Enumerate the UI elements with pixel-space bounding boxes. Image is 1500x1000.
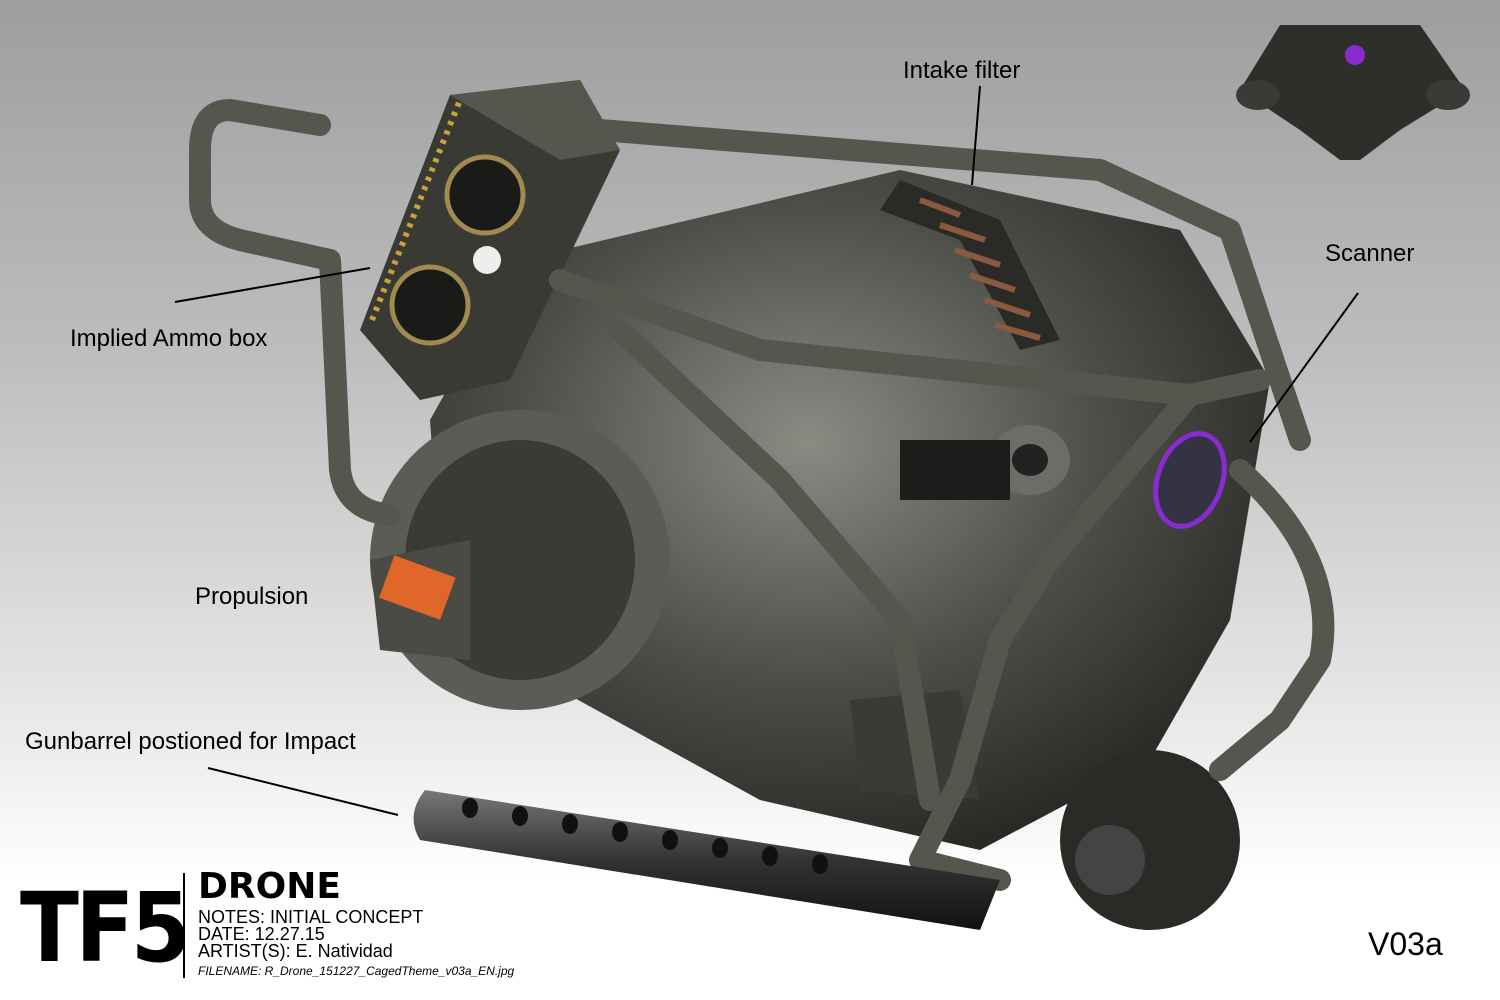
filename-text: FILENAME: R_Drone_151227_CagedTheme_v03a…	[198, 964, 515, 978]
cage-frame	[189, 99, 1335, 891]
artist-text: ARTIST(S): E. Natividad	[198, 941, 393, 961]
callout-scanner: Scanner	[1325, 240, 1415, 267]
title-block-divider	[183, 873, 185, 978]
notes-text: NOTES: INITIAL CONCEPT	[198, 907, 424, 927]
warning-sticker	[379, 555, 456, 620]
page-title: DRONE	[198, 866, 341, 907]
scanner-lens	[1153, 431, 1227, 529]
drone-front-view-thumbnail	[1236, 25, 1470, 160]
callout-lines	[174, 85, 1359, 816]
callout-intake-filter: Intake filter	[903, 57, 1021, 84]
callout-ammo-box: Implied Ammo box	[70, 325, 268, 352]
callout-propulsion: Propulsion	[195, 583, 309, 610]
version-label: V03a	[1368, 926, 1443, 962]
ammo-box	[360, 80, 620, 400]
callout-gunbarrel: Gunbarrel postioned for Impact	[25, 728, 356, 755]
gun-barrel	[413, 790, 1001, 930]
tf5-logo: TF5	[20, 872, 191, 984]
date-text: DATE: 12.27.15	[198, 924, 325, 944]
